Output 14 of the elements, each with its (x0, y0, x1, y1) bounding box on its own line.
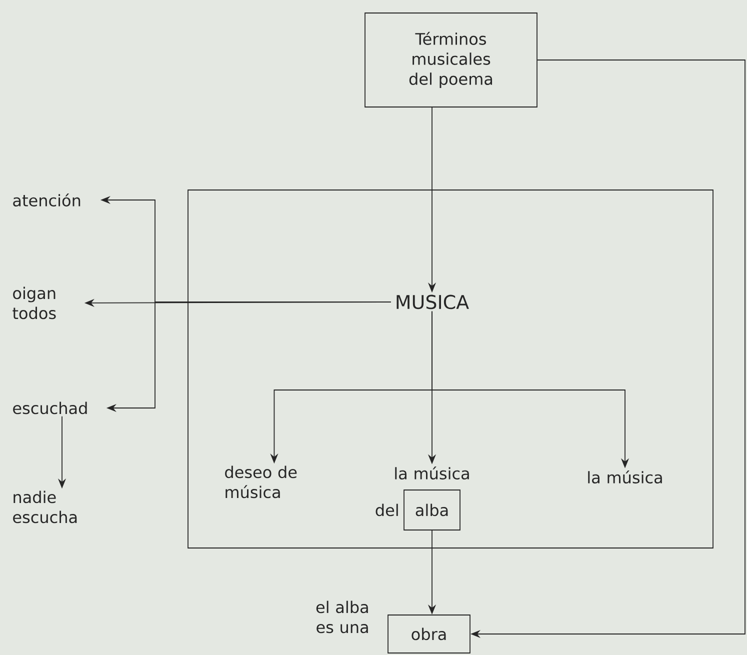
text-label: atención (13, 193, 80, 206)
text-box: obra (388, 614, 470, 654)
outline-box (188, 190, 714, 548)
side-text: del (376, 504, 398, 516)
text-label: oigan todos (12, 286, 56, 320)
text-label: MUSICA (396, 294, 469, 310)
text-label: deseo de música (225, 466, 297, 498)
text-label: la música (588, 470, 662, 484)
text-box: Términos musicales del poema (364, 12, 538, 108)
text-label: la música (395, 466, 469, 480)
text-label: nadie escucha (13, 490, 77, 524)
side-text: el alba es una (316, 600, 368, 634)
text-label: escuchad (13, 402, 87, 414)
text-box: alba (404, 490, 460, 530)
